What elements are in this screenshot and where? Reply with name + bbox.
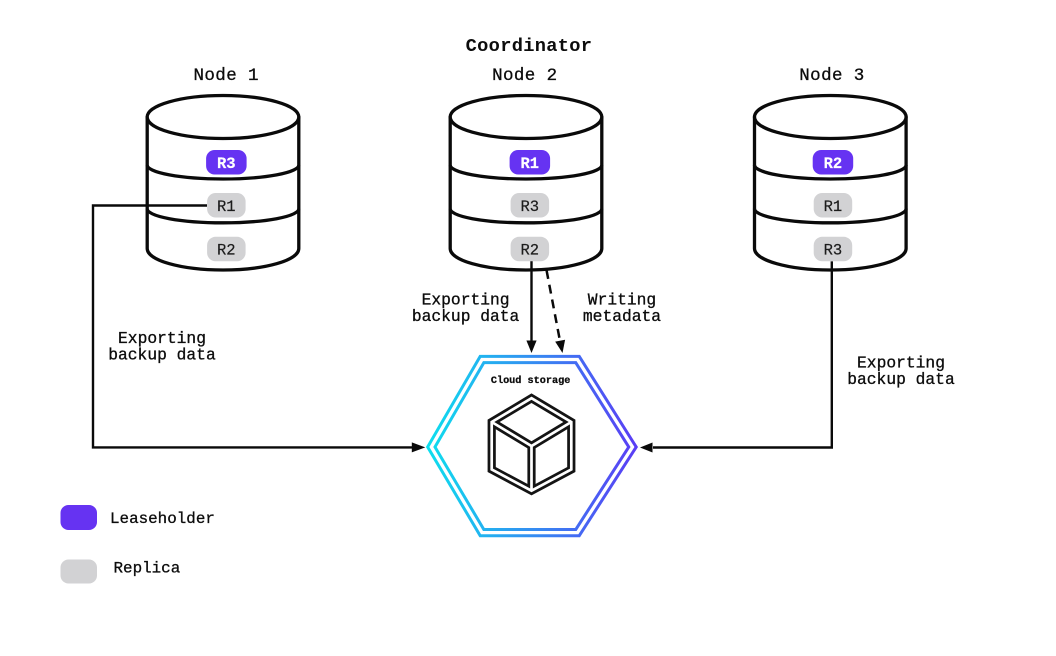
svg-text:Coordinator: Coordinator [466, 35, 593, 57]
svg-text:R1: R1 [217, 198, 236, 216]
svg-text:Replica: Replica [114, 559, 181, 577]
svg-text:R1: R1 [520, 155, 539, 173]
svg-text:Exporting: Exporting [422, 291, 510, 310]
svg-text:Exporting: Exporting [118, 329, 206, 348]
svg-text:Node 1: Node 1 [193, 66, 258, 86]
svg-text:Cloud storage: Cloud storage [491, 375, 570, 387]
svg-text:Node 3: Node 3 [799, 66, 864, 86]
svg-text:backup data: backup data [108, 345, 216, 364]
svg-text:Writing: Writing [588, 291, 656, 310]
svg-text:Node 2: Node 2 [492, 66, 557, 86]
svg-text:R3: R3 [520, 198, 539, 216]
svg-text:R2: R2 [217, 242, 236, 260]
svg-text:backup data: backup data [847, 370, 955, 389]
svg-text:backup data: backup data [412, 307, 520, 326]
svg-text:R3: R3 [824, 242, 843, 260]
svg-text:R2: R2 [520, 242, 539, 260]
svg-text:R1: R1 [824, 198, 843, 216]
svg-text:R3: R3 [217, 155, 236, 173]
svg-text:metadata: metadata [583, 307, 661, 326]
svg-text:Leaseholder: Leaseholder [110, 510, 215, 528]
svg-text:R2: R2 [824, 155, 843, 173]
svg-text:Exporting: Exporting [857, 353, 945, 372]
